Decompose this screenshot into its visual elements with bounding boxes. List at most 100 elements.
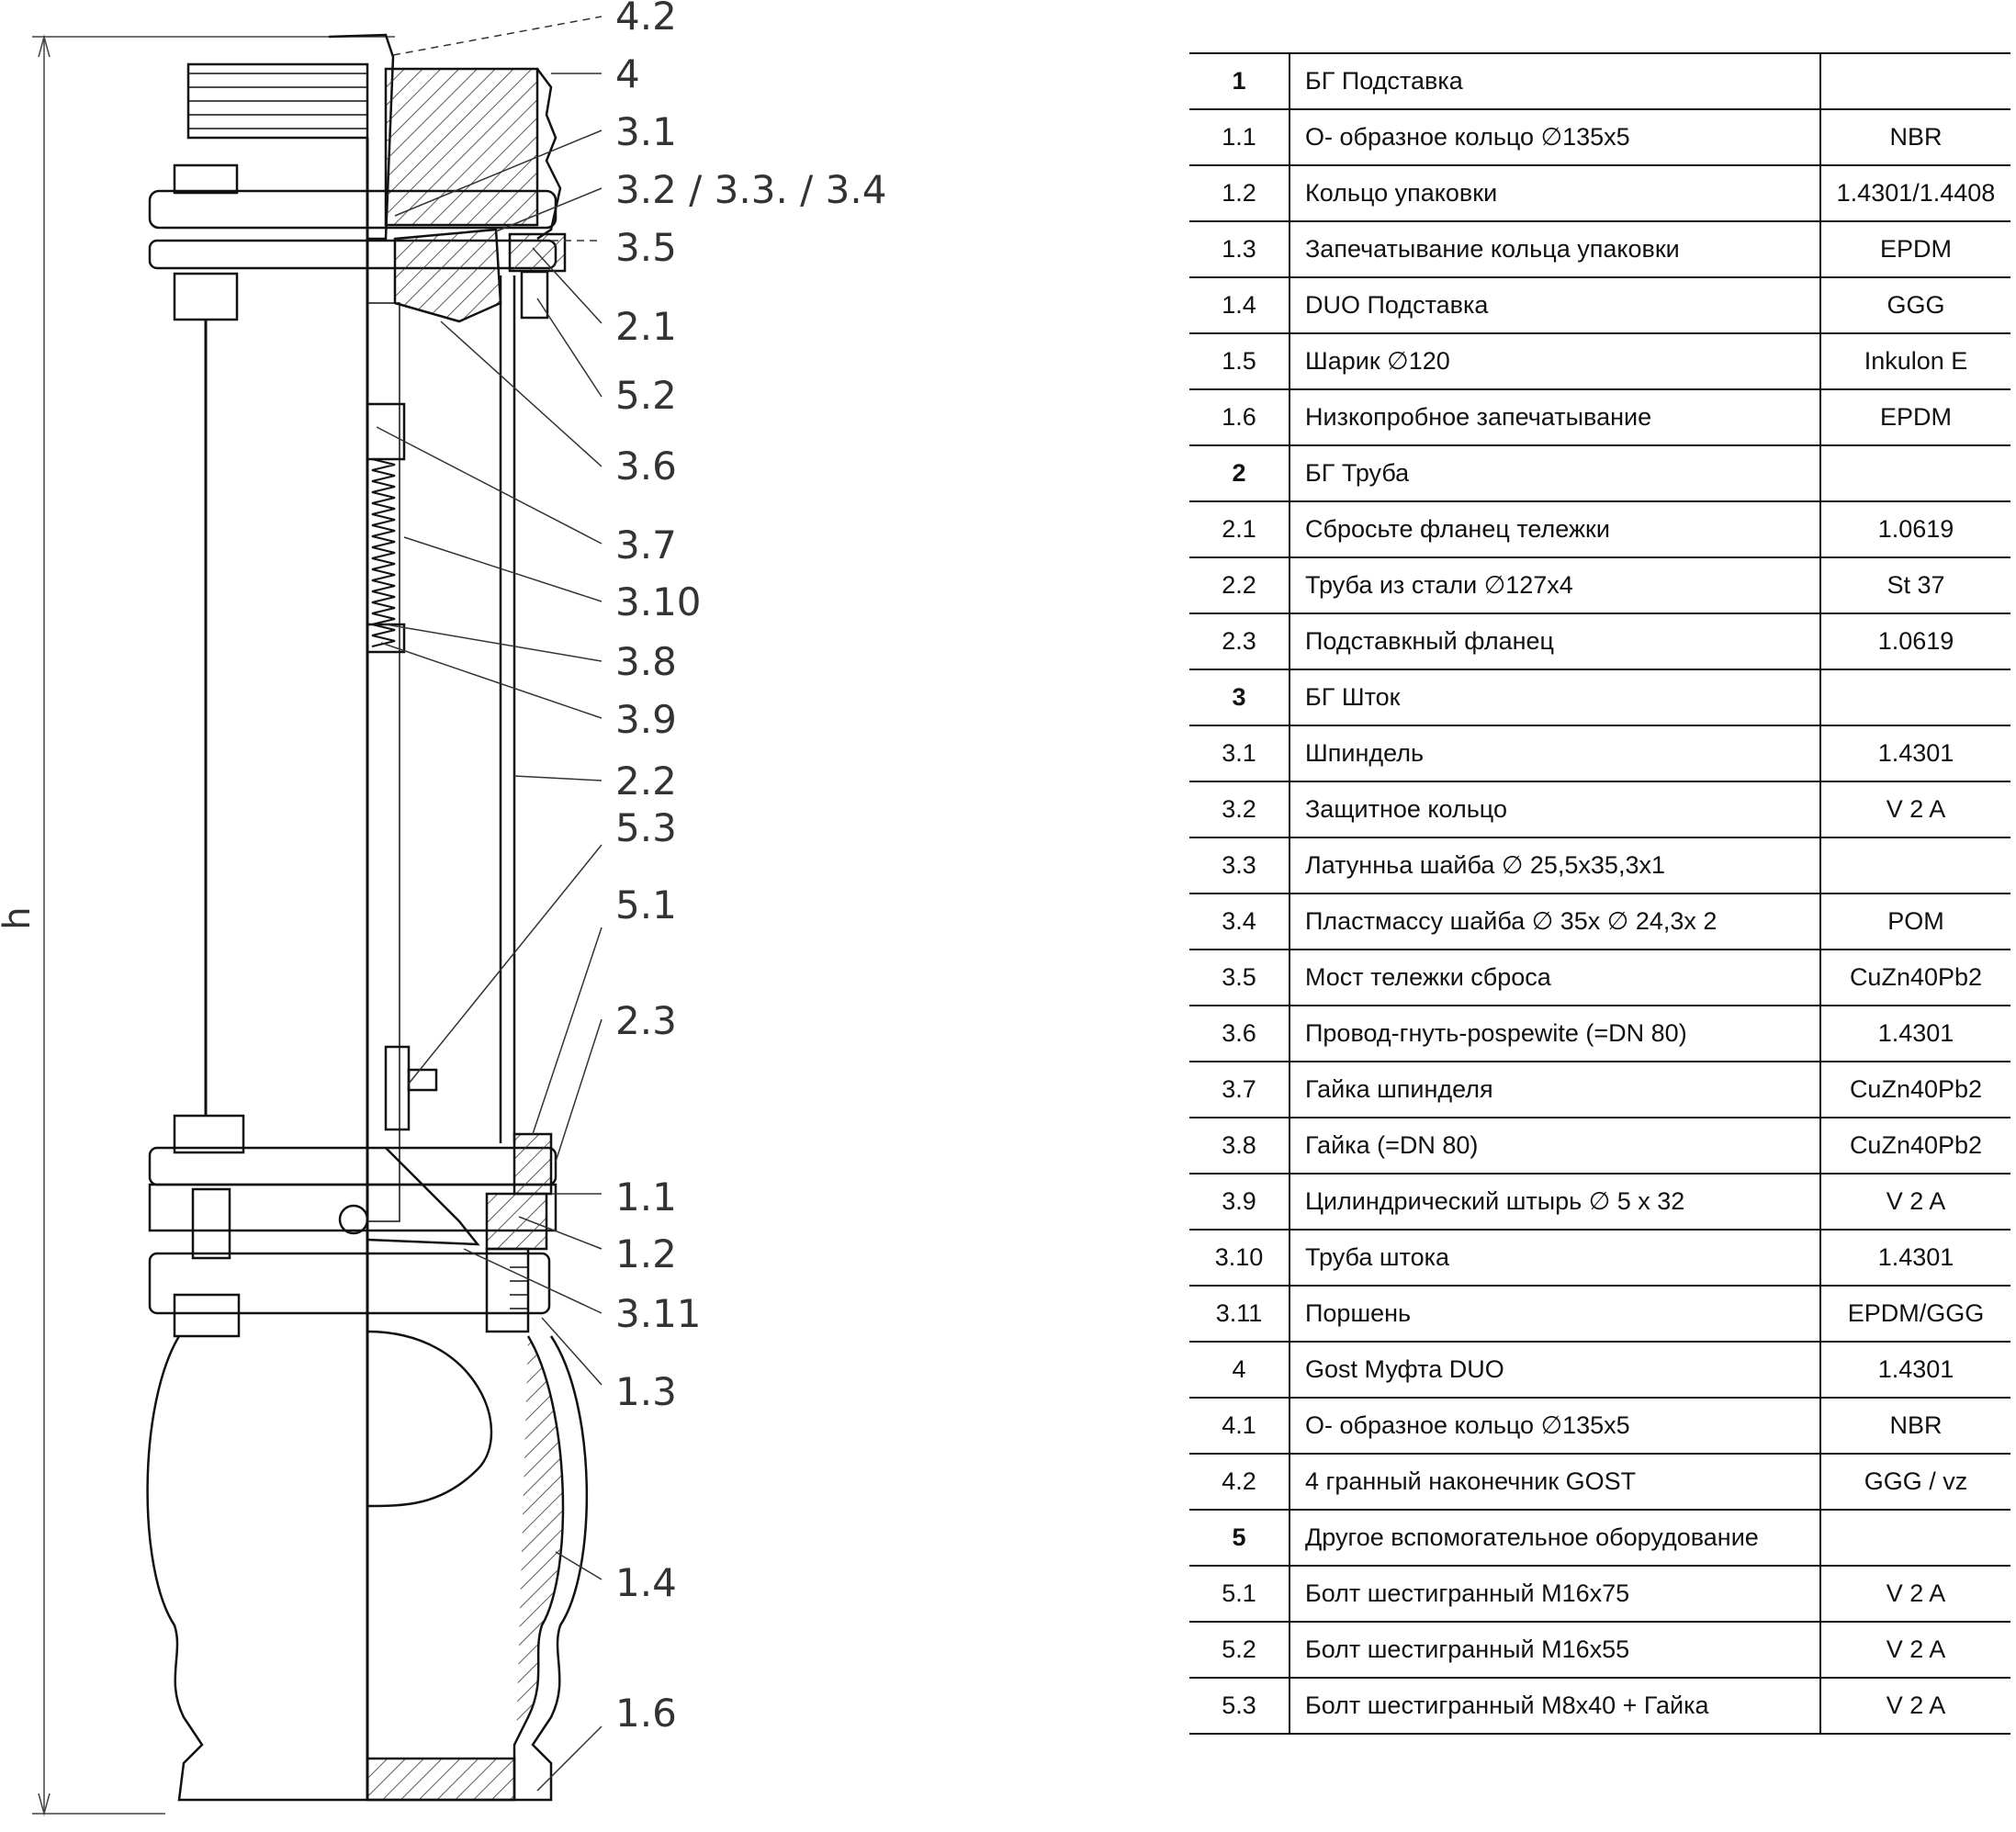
part-number: 4.2 bbox=[1189, 1454, 1290, 1511]
part-material bbox=[1820, 445, 2010, 502]
callout-3-2-3-3-3-4: 3.2 / 3.3. / 3.4 bbox=[615, 167, 886, 212]
part-number: 2.3 bbox=[1189, 613, 1290, 670]
part-name: DUO Подставка bbox=[1290, 277, 1821, 334]
part-name: Пластмассу шайба ∅ 35x ∅ 24,3x 2 bbox=[1290, 894, 1821, 950]
part-material: POM bbox=[1820, 894, 2010, 950]
callout-1-1: 1.1 bbox=[615, 1175, 677, 1219]
part-number: 1.4 bbox=[1189, 277, 1290, 334]
part-name: 4 гранный наконечник GOST bbox=[1290, 1454, 1821, 1511]
technical-drawing: h bbox=[0, 0, 886, 1816]
part-name: Низкопробное запечатывание bbox=[1290, 389, 1821, 446]
part-number: 1.2 bbox=[1189, 165, 1290, 222]
callout-labels: 4.2 4 3.1 3.2 / 3.3. / 3.4 3.5 2.1 5.2 3… bbox=[615, 0, 886, 1736]
part-number: 5.3 bbox=[1189, 1678, 1290, 1735]
callout-2-1: 2.1 bbox=[615, 304, 677, 349]
part-number: 3.7 bbox=[1189, 1062, 1290, 1118]
part-name: Болт шестигранный M8x40 + Гайка bbox=[1290, 1678, 1821, 1735]
part-name: Латунньа шайба ∅ 25,5x35,3x1 bbox=[1290, 837, 1821, 894]
part-material: EPDM bbox=[1820, 221, 2010, 278]
part-name: Поршень bbox=[1290, 1286, 1821, 1343]
part-number: 3.1 bbox=[1189, 725, 1290, 782]
part-material: V 2 A bbox=[1820, 781, 2010, 838]
callout-3-8: 3.8 bbox=[615, 639, 677, 684]
part-name: БГ Подставка bbox=[1290, 52, 1821, 110]
part-material bbox=[1820, 52, 2010, 110]
callout-4: 4 bbox=[615, 51, 640, 96]
callout-2-2: 2.2 bbox=[615, 759, 677, 804]
part-number: 2.1 bbox=[1189, 501, 1290, 558]
part-name: Провод-гнуть-pospewite (=DN 80) bbox=[1290, 1006, 1821, 1062]
valve-outline bbox=[146, 33, 589, 1802]
callout-3-11: 3.11 bbox=[615, 1291, 702, 1336]
part-material: GGG / vz bbox=[1820, 1454, 2010, 1511]
part-name: БГ Труба bbox=[1290, 445, 1821, 502]
callout-3-9: 3.9 bbox=[615, 697, 677, 742]
callout-4-2: 4.2 bbox=[615, 0, 677, 39]
part-material: CuZn40Pb2 bbox=[1820, 1062, 2010, 1118]
part-number: 5.1 bbox=[1189, 1566, 1290, 1623]
part-material: NBR bbox=[1820, 109, 2010, 166]
part-name: Мост тележки сброса bbox=[1290, 950, 1821, 1006]
part-name: БГ Шток bbox=[1290, 669, 1821, 726]
part-number: 3 bbox=[1189, 669, 1290, 726]
part-name: О- образное кольцо ∅135x5 bbox=[1290, 109, 1821, 166]
part-number: 3.10 bbox=[1189, 1230, 1290, 1287]
callout-3-10: 3.10 bbox=[615, 579, 702, 624]
part-name: Шарик ∅120 bbox=[1290, 333, 1821, 390]
part-name: Труба из стали ∅127x4 bbox=[1290, 557, 1821, 614]
part-name: Цилиндрический штырь ∅ 5 x 32 bbox=[1290, 1174, 1821, 1231]
part-name: Защитное кольцо bbox=[1290, 781, 1821, 838]
callout-2-3: 2.3 bbox=[615, 998, 677, 1043]
part-name: Кольцо упаковки bbox=[1290, 165, 1821, 222]
part-material: GGG bbox=[1820, 277, 2010, 334]
part-material bbox=[1820, 837, 2010, 894]
part-material bbox=[1820, 669, 2010, 726]
part-material: V 2 A bbox=[1820, 1174, 2010, 1231]
part-material: V 2 A bbox=[1820, 1678, 2010, 1735]
part-name: Подставкный фланец bbox=[1290, 613, 1821, 670]
part-material: 1.4301 bbox=[1820, 1006, 2010, 1062]
part-material: St 37 bbox=[1820, 557, 2010, 614]
part-name: Gost Муфта DUO bbox=[1290, 1342, 1821, 1399]
part-number: 2.2 bbox=[1189, 557, 1290, 614]
callout-5-2: 5.2 bbox=[615, 373, 677, 418]
part-material: 1.4301 bbox=[1820, 1230, 2010, 1287]
part-number: 3.2 bbox=[1189, 781, 1290, 838]
callout-3-1: 3.1 bbox=[615, 109, 677, 154]
part-material: EPDM bbox=[1820, 389, 2010, 446]
part-name: Сбросьте фланец тележки bbox=[1290, 501, 1821, 558]
part-name: Гайка шпинделя bbox=[1290, 1062, 1821, 1118]
callout-1-6: 1.6 bbox=[615, 1691, 677, 1736]
part-material: CuZn40Pb2 bbox=[1820, 950, 2010, 1006]
callout-3-6: 3.6 bbox=[615, 444, 677, 489]
part-material: EPDM/GGG bbox=[1820, 1286, 2010, 1343]
part-number: 4 bbox=[1189, 1342, 1290, 1399]
